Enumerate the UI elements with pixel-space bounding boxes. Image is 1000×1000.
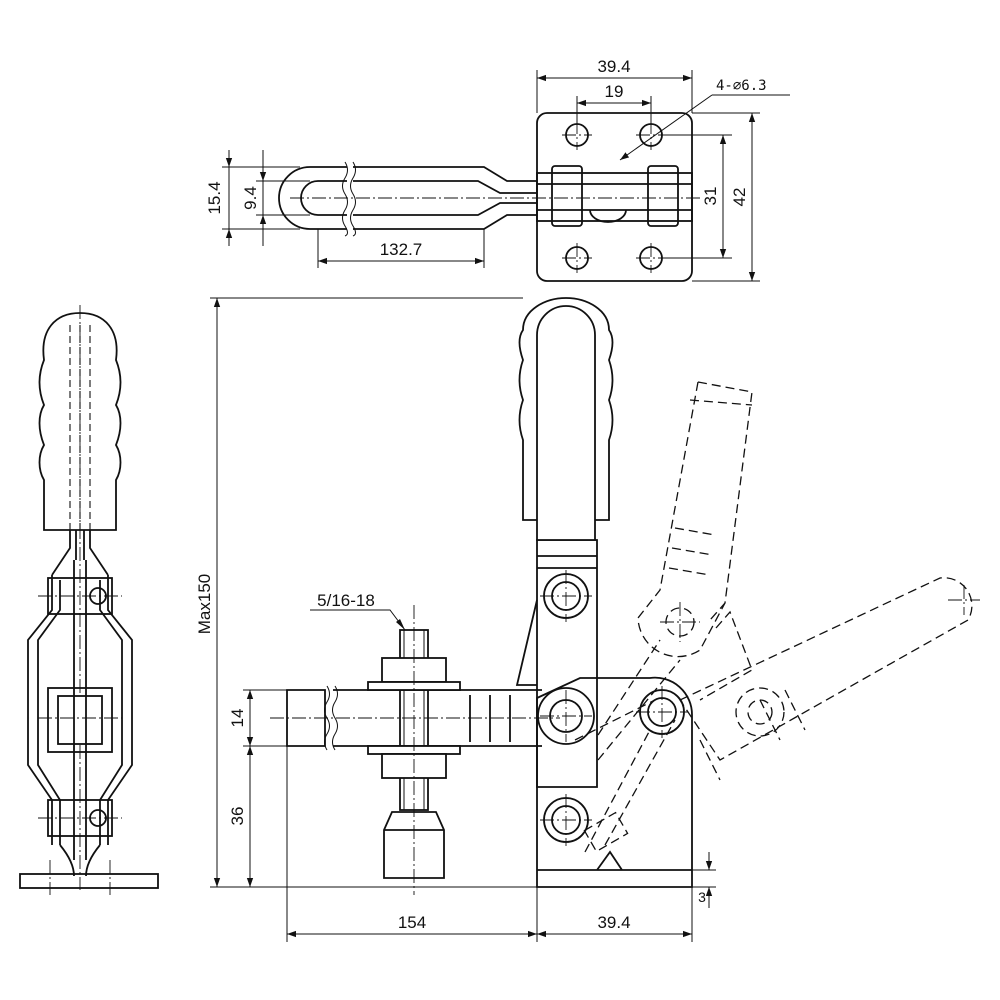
base-thickness-label: 3: [698, 889, 706, 905]
hole-callout-label: 4-⌀6.3: [716, 78, 767, 94]
thread-label: 5/16-18: [317, 591, 375, 610]
pivots: [537, 570, 688, 846]
side-base-foot: [19, 873, 159, 889]
reach-label: 154: [398, 913, 426, 932]
max-height-label: Max150: [195, 574, 214, 634]
front-view: Max150 5/16-18 14 36 154 39.4 3: [195, 297, 980, 942]
bar-thickness-label: 14: [228, 709, 247, 728]
front-base: [536, 676, 693, 888]
base-plate-top: [536, 112, 693, 282]
mounting-holes: [562, 120, 666, 273]
handle-width-label: 15.4: [205, 181, 224, 214]
spindle-height-label: 36: [228, 807, 247, 826]
hole-spacing-x-label: 19: [605, 82, 624, 101]
top-width-label: 39.4: [597, 57, 630, 76]
base-length-label: 42: [730, 188, 749, 207]
side-view: [19, 305, 159, 895]
base-width-label: 39.4: [597, 913, 630, 932]
top-view: 39.4 19 4-⌀6.3 31 42 15.4 9.4 132.7: [205, 57, 790, 282]
handle-inner-label: 9.4: [241, 186, 260, 210]
handle-length-label: 132.7: [380, 240, 423, 259]
front-handle-grip: [518, 297, 614, 521]
spindle: [367, 605, 461, 895]
phantom-open-handle: [597, 381, 753, 761]
phantom-lowered-bar: [574, 577, 980, 853]
hole-spacing-y-label: 31: [701, 187, 720, 206]
